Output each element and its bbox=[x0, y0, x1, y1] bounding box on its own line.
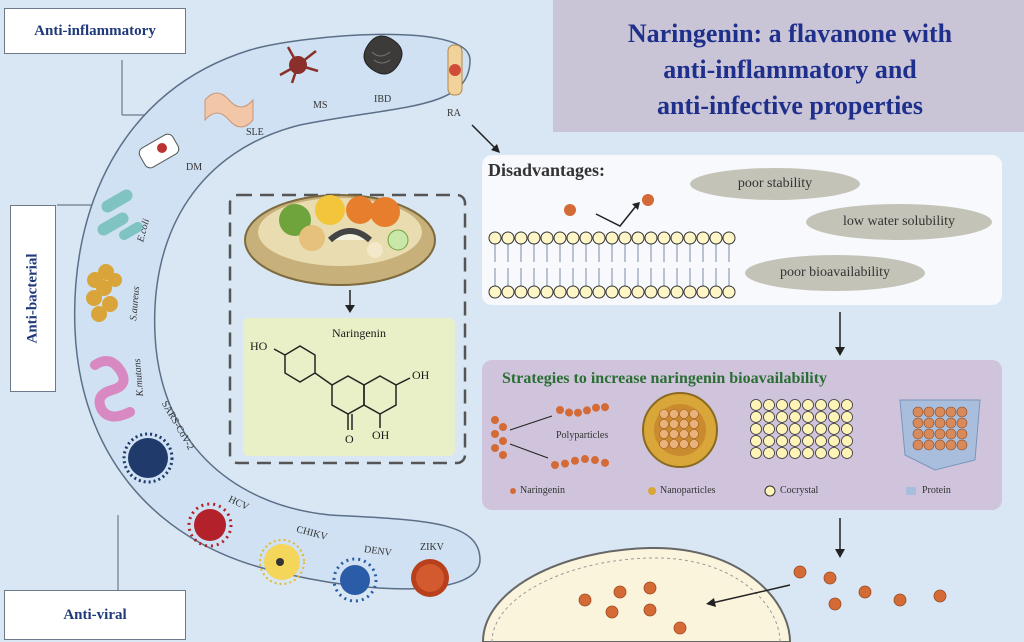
legend-cocrystal-label: Cocrystal bbox=[780, 485, 819, 496]
zikv-icon bbox=[411, 559, 449, 597]
chem-o-label: O bbox=[345, 432, 354, 446]
diffusion-arrow-head bbox=[632, 202, 640, 210]
disadvantages-heading: Disadvantages: bbox=[488, 160, 606, 180]
polyparticles-icon bbox=[491, 403, 609, 469]
ecoli-icon bbox=[97, 189, 143, 240]
protein-icon bbox=[899, 399, 981, 471]
chikv-icon bbox=[259, 539, 305, 585]
low-water-solubility-pill: low water solubility bbox=[806, 204, 992, 240]
poor-bioavailability-text: poor bioavailability bbox=[779, 265, 891, 280]
zikv-label: ZIKV bbox=[420, 542, 444, 553]
anti-inflammatory-label: Anti-inflammatory bbox=[34, 22, 156, 39]
strategies-panel bbox=[482, 360, 1002, 510]
hcv-icon bbox=[187, 502, 233, 548]
chem-ho-label: HO bbox=[250, 339, 268, 353]
legend-protein-label: Protein bbox=[922, 485, 951, 496]
sle-icon bbox=[204, 92, 254, 128]
cell-membrane bbox=[491, 557, 781, 642]
kmutans-icon bbox=[90, 356, 135, 422]
anti-viral-box: Anti-viral bbox=[4, 590, 186, 640]
chem-oh-label-2: OH bbox=[372, 428, 390, 442]
legend-naringenin-label: Naringenin bbox=[520, 485, 565, 496]
poor-bioavailability-pill: poor bioavailability bbox=[745, 255, 925, 291]
ms-label: MS bbox=[313, 100, 328, 111]
naringenin-molecule-b bbox=[642, 194, 654, 206]
to-strategies-arrow-head bbox=[835, 347, 845, 356]
low-water-solubility-text: low water solubility bbox=[843, 214, 955, 229]
polyparticles-label: Polyparticles bbox=[556, 430, 609, 441]
saureus-icon bbox=[86, 264, 122, 322]
uptake-arrow-head bbox=[706, 598, 716, 607]
arc-to-disadvantages-arrow bbox=[471, 124, 496, 149]
legend-naringenin-marker bbox=[510, 488, 516, 494]
uptake-arrow bbox=[711, 584, 791, 604]
anti-viral-label: Anti-viral bbox=[63, 606, 127, 623]
dm-icon bbox=[138, 133, 180, 169]
activity-arc bbox=[73, 33, 481, 590]
dm-label: DM bbox=[186, 162, 203, 173]
lipid-bilayer-icon bbox=[488, 231, 736, 299]
ibd-icon bbox=[363, 35, 403, 75]
legend-nanoparticles-marker bbox=[648, 487, 656, 495]
chem-oh-label-1: OH bbox=[412, 368, 430, 382]
title-panel bbox=[553, 0, 1024, 132]
ibd-label: IBD bbox=[374, 94, 392, 105]
naringenin-molecule-a bbox=[564, 204, 576, 216]
diagram-title: Naringenin: a flavanone with anti-inflam… bbox=[627, 19, 953, 120]
strategies-heading: Strategies to increase naringenin bioava… bbox=[502, 370, 828, 387]
naringenin-structure-box bbox=[243, 318, 455, 456]
legend-nanoparticles-label: Nanoparticles bbox=[660, 485, 716, 496]
poor-stability-text: poor stability bbox=[737, 176, 813, 191]
anti-bacterial-label: Anti-bacterial bbox=[24, 253, 41, 344]
diffusion-arrow bbox=[595, 205, 637, 227]
nanoparticle-icon bbox=[642, 392, 718, 468]
poor-stability-pill: poor stability bbox=[690, 168, 860, 200]
legend-protein-marker bbox=[906, 487, 916, 495]
ra-label: RA bbox=[447, 108, 461, 119]
naringenin-structure-label: Naringenin bbox=[332, 326, 386, 340]
to-cell-arrow-head bbox=[835, 549, 845, 558]
bowl-arrow-head bbox=[345, 305, 355, 313]
ms-icon bbox=[279, 46, 319, 84]
anti-inflammatory-box: Anti-inflammatory bbox=[4, 8, 186, 54]
sars-icon bbox=[122, 432, 174, 484]
arc-arrow-head bbox=[491, 144, 500, 153]
ra-icon bbox=[447, 44, 463, 96]
naringenin-uptake-dots bbox=[578, 565, 947, 635]
cell-body bbox=[481, 546, 792, 642]
naringenin-source-frame bbox=[228, 193, 467, 465]
legend-cocrystal-marker bbox=[764, 485, 776, 497]
citrus-bowl-icon bbox=[244, 194, 436, 286]
cocrystal-icon bbox=[750, 399, 853, 459]
naringenin-structure-icon bbox=[273, 345, 411, 430]
sle-label: SLE bbox=[246, 127, 264, 138]
anti-bacterial-box: Anti-bacterial bbox=[10, 205, 56, 392]
denv-icon bbox=[332, 557, 378, 603]
